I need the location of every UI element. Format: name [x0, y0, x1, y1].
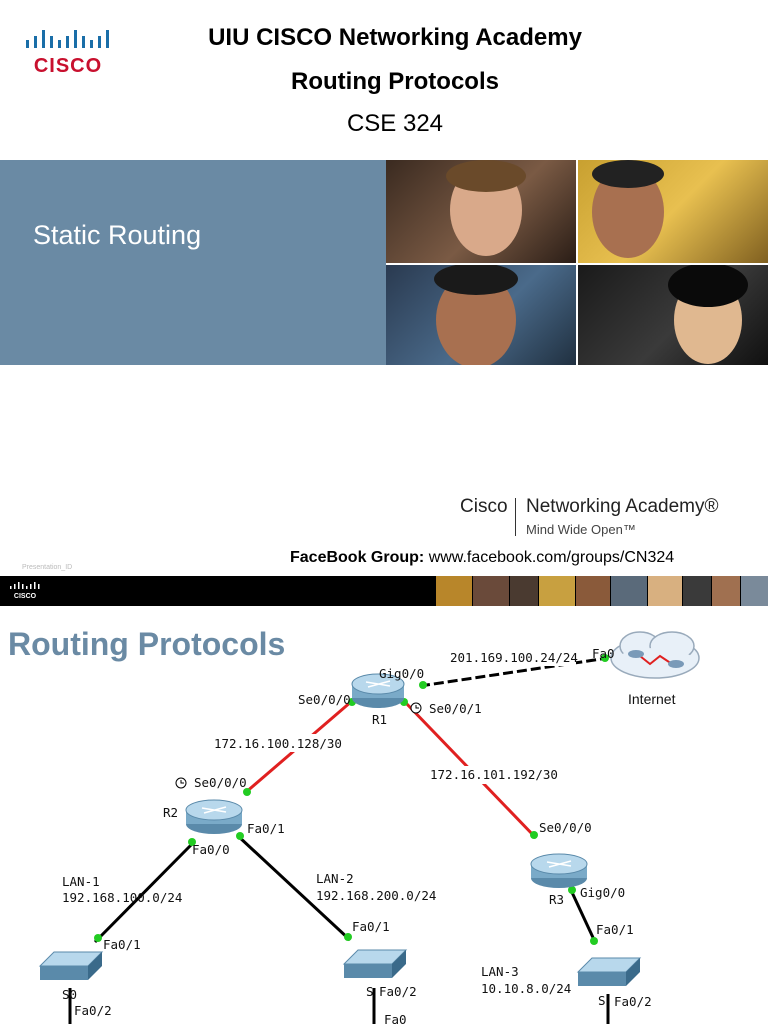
- s3-up-port: Fa0/1: [596, 922, 634, 937]
- port-dot: [243, 788, 251, 796]
- r1-se00-label: Se0/0/0: [298, 692, 351, 707]
- router-r1-icon: [351, 673, 405, 708]
- r2-se00-label: Se0/0/0: [194, 775, 247, 790]
- s3-label: S: [598, 993, 606, 1008]
- s1-label: S0: [62, 987, 77, 1002]
- presentation-id: Presentation_ID: [22, 564, 73, 571]
- router-r2-icon: [185, 799, 243, 834]
- facebook-group-line: FaceBook Group: www.facebook.com/groups/…: [290, 549, 674, 567]
- facebook-label: FaceBook Group:: [290, 549, 425, 566]
- port-dot: [568, 886, 576, 894]
- s1-up-port: Fa0/1: [103, 937, 141, 952]
- topic-title: Static Routing: [33, 220, 202, 250]
- port-dot: [530, 831, 538, 839]
- port-dot: [94, 934, 102, 942]
- photo-student-2: [578, 160, 768, 263]
- lan3-net: 10.10.8.0/24: [481, 981, 571, 996]
- na-tagline: Mind Wide Open™: [526, 522, 636, 537]
- svg-text:CISCO: CISCO: [34, 55, 102, 76]
- r1-gig-label: Gig0/0: [379, 666, 424, 681]
- port-dot: [601, 654, 609, 662]
- s2-down-port: Fa0/2: [379, 984, 417, 999]
- port-dot: [590, 937, 598, 945]
- port-dot: [188, 838, 196, 846]
- r3-name-label: R3: [549, 892, 564, 907]
- internet-port-label: Fa0: [592, 646, 615, 661]
- photo-student-3: [386, 265, 576, 365]
- clock-icon: [410, 702, 422, 714]
- switch-s2-icon: [342, 949, 408, 978]
- internet-label: Internet: [628, 691, 676, 707]
- link-r1-r2-label: 172.16.100.128/30: [214, 736, 342, 751]
- link-r3-s3: [568, 887, 598, 945]
- clock-icon: [175, 777, 187, 789]
- r3-se00-label: Se0/0/0: [539, 820, 592, 835]
- cisco-logo: CISCO: [26, 30, 109, 76]
- lan1-name: LAN-1: [62, 874, 100, 889]
- course-code: CSE 324: [346, 110, 444, 137]
- link-r1-r3-label: 172.16.101.192/30: [430, 767, 558, 782]
- photo-student-1: [386, 160, 576, 263]
- port-dot: [344, 933, 352, 941]
- switch-s3-icon: [576, 957, 642, 986]
- s2-up-port: Fa0/1: [352, 919, 390, 934]
- internet-link-label: 201.169.100.24/24: [450, 650, 578, 665]
- na-separator: [515, 498, 516, 536]
- header-photo-strip: [436, 576, 768, 606]
- routing-protocols-heading: Routing Protocols: [8, 626, 286, 662]
- s2-label: S: [366, 984, 374, 999]
- r2-fa00-label: Fa0/0: [192, 842, 230, 857]
- s1-down-port: Fa0/2: [74, 1003, 112, 1018]
- link-r2-s1: [93, 842, 194, 944]
- r2-name-label: R2: [163, 805, 178, 820]
- port-dot: [419, 681, 427, 689]
- r1-se01-label: Se0/0/1: [429, 701, 482, 716]
- title-slide: CISCO UIU CISCO Networking Academy Routi…: [0, 24, 768, 571]
- r3-gig-label: Gig0/0: [580, 885, 625, 900]
- r2-fa01-label: Fa0/1: [247, 821, 285, 836]
- link-r1-internet: [419, 656, 609, 688]
- s3-down-port: Fa0/2: [614, 994, 652, 1009]
- lan1-net: 192.168.100.0/24: [62, 890, 182, 905]
- academy-title: UIU CISCO Networking Academy: [208, 24, 582, 51]
- student-photos: [386, 160, 768, 365]
- network-topology-diagram: 201.169.100.24/24 Fa0 Internet Gig0/0 Se…: [38, 631, 700, 1024]
- r1-name-label: R1: [372, 712, 387, 727]
- router-r3-icon: [530, 853, 588, 888]
- na-name-text: Networking Academy®: [526, 496, 719, 517]
- switch-s1-icon: [38, 951, 104, 980]
- cisco-small-logo: CISCO: [10, 582, 40, 600]
- lan3-name: LAN-3: [481, 964, 519, 979]
- photo-student-4: [578, 265, 768, 365]
- topic-band: Static Routing: [0, 160, 386, 365]
- internet-cloud-icon: [610, 631, 700, 679]
- facebook-url[interactable]: www.facebook.com/groups/CN324: [428, 549, 675, 566]
- course-title: Routing Protocols: [291, 68, 499, 95]
- s2-fa-port: Fa0: [384, 1012, 407, 1024]
- slide-header-strip: CISCO: [0, 576, 768, 606]
- link-r2-s2: [236, 834, 352, 942]
- na-cisco-text: Cisco: [460, 496, 508, 517]
- lan2-name: LAN-2: [316, 871, 354, 886]
- lan2-net: 192.168.200.0/24: [316, 888, 436, 903]
- svg-text:CISCO: CISCO: [14, 593, 37, 600]
- port-dot: [236, 832, 244, 840]
